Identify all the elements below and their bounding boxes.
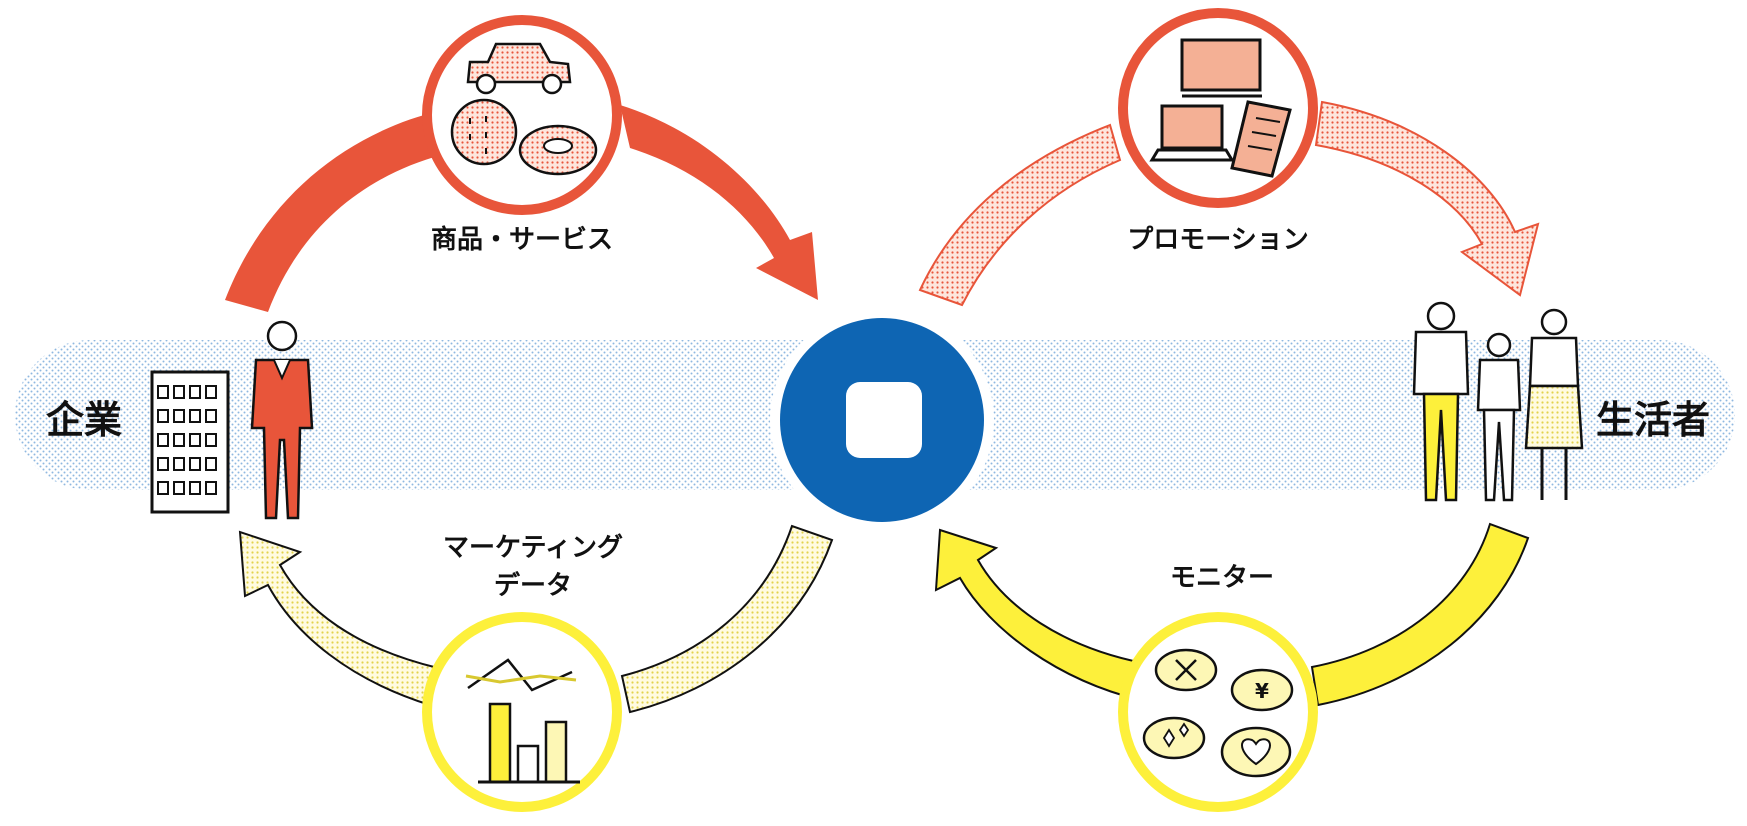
family-icon [1412, 301, 1584, 502]
monitor-arrow [934, 522, 1530, 707]
promotion-label: プロモーション [1127, 225, 1308, 255]
monitor-label: モニター [1170, 563, 1274, 593]
car-icon [466, 42, 572, 95]
svg-text:¥: ¥ [1255, 679, 1269, 703]
bread-icon [450, 98, 518, 166]
center-hub [770, 308, 994, 532]
company-building-icon [150, 370, 230, 514]
monitor-icon-circle: ¥ [1118, 612, 1318, 812]
rounded-square-icon [846, 382, 922, 458]
marketing-label-line2: データ [494, 570, 572, 601]
monitor-icon [1180, 38, 1262, 98]
marketing-label-line1: マーケティング [443, 533, 623, 563]
bar-chart-icon [465, 658, 580, 784]
marketing-arrow [238, 524, 834, 714]
promotion-icon-circle [1118, 8, 1318, 208]
products-icon-circle [422, 15, 622, 215]
donut-icon [518, 124, 598, 176]
company-label: 企業 [46, 398, 122, 442]
promotion-arrow [918, 100, 1540, 307]
marketing-icon-circle [422, 612, 622, 812]
speech-bubbles-icon: ¥ [1142, 648, 1294, 778]
consumer-label: 生活者 [1596, 398, 1710, 442]
laptop-icon [1149, 104, 1235, 162]
products-label: 商品・サービス [431, 224, 613, 255]
businessman-icon [250, 320, 314, 520]
newspaper-icon [1230, 100, 1292, 178]
